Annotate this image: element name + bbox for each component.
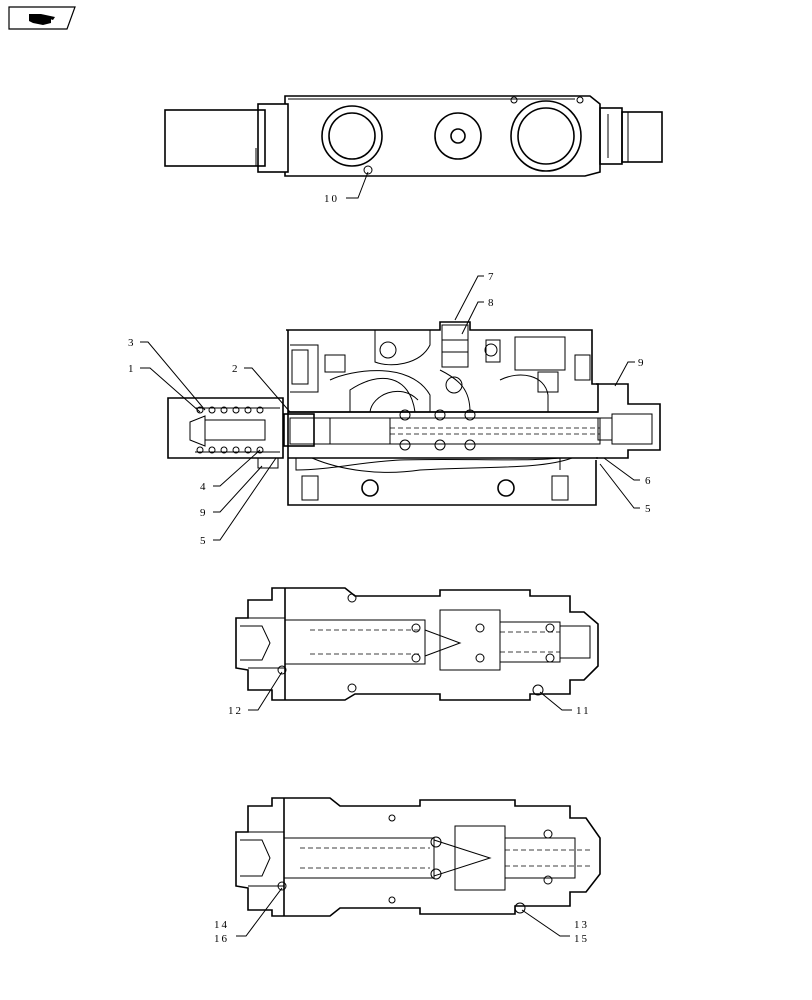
callout-2: 2 [232,363,240,375]
callout-15: 15 [574,933,589,945]
valve-section-view [167,321,661,506]
relief-valve-upper [235,587,599,701]
callout-6: 6 [645,475,653,487]
callout-9-left: 9 [200,507,208,519]
valve-top-view [164,95,663,177]
callout-13: 13 [574,919,589,931]
callout-10: 10 [324,193,339,205]
callout-14: 14 [214,919,229,931]
callout-5-right: 5 [645,503,653,515]
callout-5-left: 5 [200,535,208,547]
callout-9-right: 9 [638,357,646,369]
callout-leaders [140,171,640,937]
callout-12: 12 [228,705,243,717]
relief-valve-lower [235,797,601,917]
hand-pointer-icon [8,6,76,30]
callout-1: 1 [128,363,136,375]
callout-7: 7 [488,271,496,283]
callout-16: 16 [214,933,229,945]
callout-4: 4 [200,481,208,493]
callout-8: 8 [488,297,496,309]
callout-3: 3 [128,337,136,349]
nav-back-button[interactable] [7,6,77,30]
callout-11: 11 [576,705,591,717]
